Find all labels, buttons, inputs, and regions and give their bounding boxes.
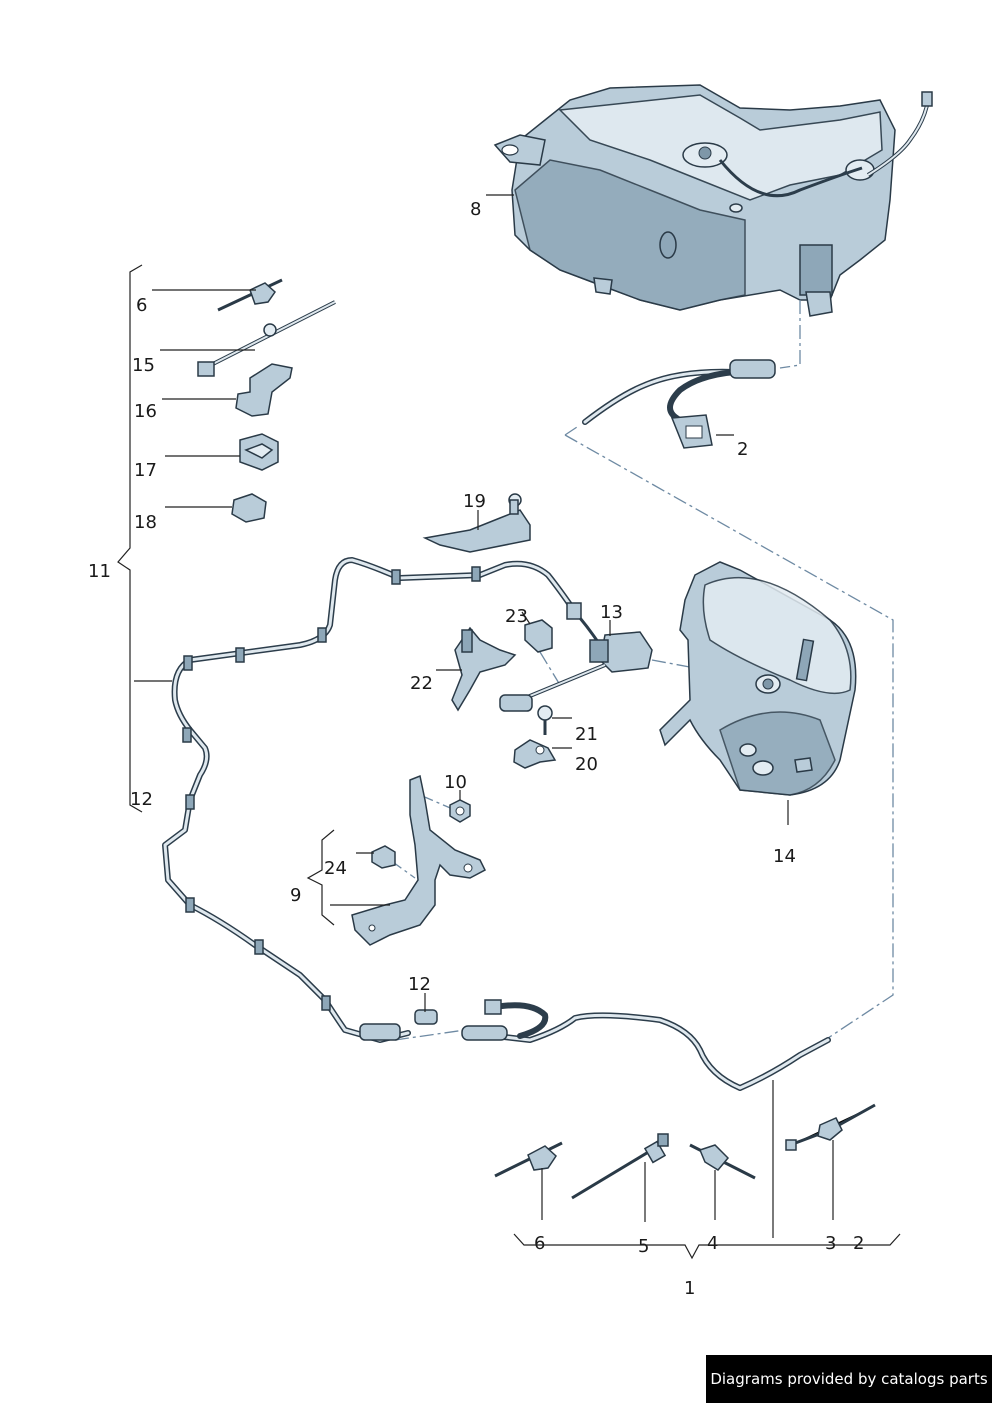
callout-1: 1 <box>684 1278 695 1299</box>
callout-23: 23 <box>505 606 528 627</box>
callout-22: 22 <box>410 673 433 694</box>
clip-23 <box>524 619 553 653</box>
catalytic-converter <box>659 561 857 796</box>
callout-24: 24 <box>324 858 347 879</box>
sensor-13 <box>499 617 653 712</box>
callout-20: 20 <box>575 754 598 775</box>
callout-14: 14 <box>773 846 796 867</box>
brace-9 <box>306 829 335 926</box>
callout-13: 13 <box>600 602 623 623</box>
cable-tie-4 <box>689 1143 756 1180</box>
bracket-9 <box>351 774 486 946</box>
callout-17: 17 <box>134 460 157 481</box>
sensor-15 <box>197 300 336 377</box>
screw-21 <box>537 705 553 735</box>
callout-10: 10 <box>444 772 467 793</box>
callout-16: 16 <box>134 401 157 422</box>
leader-23 <box>521 611 531 625</box>
callout-19: 19 <box>463 491 486 512</box>
bracket-22 <box>451 626 517 712</box>
brace-1 <box>513 1233 901 1260</box>
cable-tie-6-bottom <box>494 1141 563 1178</box>
callout-2a: 2 <box>737 439 748 460</box>
main-hose <box>162 557 831 1091</box>
callout-18: 18 <box>134 512 157 533</box>
callout-3: 3 <box>825 1233 836 1254</box>
callout-12a: 12 <box>130 789 153 810</box>
clip-18 <box>231 493 267 523</box>
callout-11: 11 <box>88 561 111 582</box>
bracket-19 <box>422 493 531 553</box>
callout-2b: 2 <box>853 1233 864 1254</box>
callout-15: 15 <box>132 355 155 376</box>
clip-24 <box>371 845 396 869</box>
clip-17 <box>239 433 279 471</box>
callout-12b: 12 <box>408 974 431 995</box>
callout-21: 21 <box>575 724 598 745</box>
cable-tie-5 <box>571 1133 669 1200</box>
nut-10 <box>449 799 471 823</box>
callout-6b: 6 <box>534 1233 545 1254</box>
footer-credit: Diagrams provided by catalogs parts <box>706 1355 992 1403</box>
callout-6a: 6 <box>136 295 147 316</box>
holder-16 <box>235 363 293 417</box>
callout-9: 9 <box>290 885 301 906</box>
sender-wire <box>582 359 776 449</box>
clip-3 <box>785 1103 876 1151</box>
bracket-20 <box>513 739 557 769</box>
fuel-tank <box>493 84 933 317</box>
callout-5: 5 <box>638 1236 649 1257</box>
callout-4: 4 <box>707 1233 718 1254</box>
callout-8: 8 <box>470 199 481 220</box>
cable-tie-6-left <box>217 278 283 312</box>
brace-11 <box>117 264 143 813</box>
